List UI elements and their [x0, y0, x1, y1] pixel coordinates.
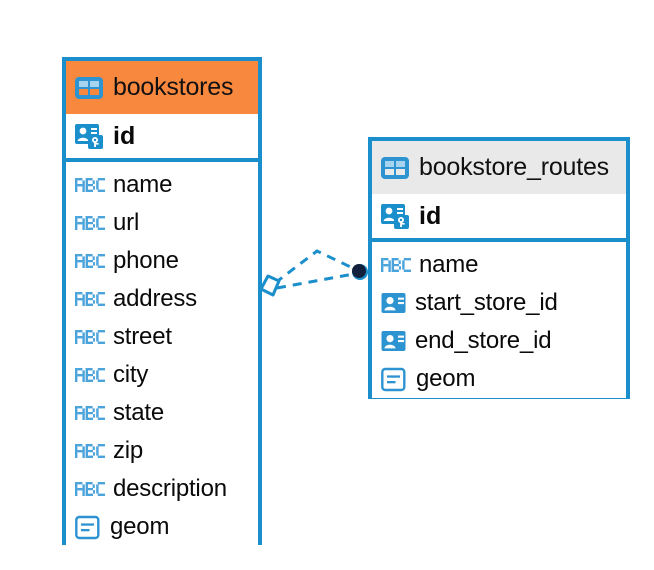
field-label: url — [113, 209, 140, 236]
entity-header-bookstore-routes[interactable]: bookstore_routes — [372, 141, 626, 194]
field-row[interactable]: url — [66, 204, 258, 242]
field-list-bookstore-routes: name start_store_id — [372, 242, 626, 398]
field-row[interactable]: phone — [66, 242, 258, 280]
field-row[interactable]: zip — [66, 432, 258, 470]
entity-bookstores[interactable]: bookstores id — [62, 57, 262, 546]
entity-header-bookstores[interactable]: bookstores — [66, 61, 258, 114]
field-label: phone — [113, 247, 179, 274]
field-row[interactable]: end_store_id — [372, 322, 626, 360]
field-row[interactable]: geom — [372, 360, 626, 398]
field-label: name — [113, 171, 173, 198]
field-label: start_store_id — [415, 289, 558, 316]
abc-text-icon — [75, 252, 105, 270]
field-label: state — [113, 399, 165, 426]
entity-bookstore-routes[interactable]: bookstore_routes id — [368, 137, 630, 399]
abc-text-icon — [75, 290, 105, 308]
field-row[interactable]: description — [66, 470, 258, 508]
primary-key-icon — [74, 122, 104, 150]
abc-text-icon — [75, 176, 105, 194]
filled-circle-marker — [352, 264, 368, 280]
table-icon — [74, 76, 104, 100]
field-label: geom — [110, 513, 170, 540]
field-row[interactable]: name — [66, 166, 258, 204]
abc-text-icon — [75, 480, 105, 498]
field-row[interactable]: address — [66, 280, 258, 318]
abc-text-icon — [75, 328, 105, 346]
primary-key-row[interactable]: id — [66, 114, 258, 162]
field-label: end_store_id — [415, 327, 552, 354]
field-row[interactable]: street — [66, 318, 258, 356]
field-label: name — [419, 251, 479, 278]
table-icon — [380, 156, 410, 180]
abc-text-icon — [381, 256, 411, 274]
abc-text-icon — [75, 366, 105, 384]
primary-key-icon — [380, 202, 410, 230]
abc-text-icon — [75, 214, 105, 232]
entity-title: bookstores — [113, 73, 234, 101]
field-label: city — [113, 361, 149, 388]
field-row[interactable]: geom — [66, 508, 258, 546]
primary-key-label: id — [419, 201, 442, 230]
abc-text-icon — [75, 442, 105, 460]
relationship-line-start-store — [274, 249, 360, 285]
field-row[interactable]: start_store_id — [372, 284, 626, 322]
field-label: geom — [416, 365, 476, 392]
entity-title: bookstore_routes — [419, 153, 609, 181]
geometry-icon — [381, 367, 408, 392]
field-row[interactable]: name — [372, 246, 626, 284]
field-label: zip — [113, 437, 144, 464]
foreign-key-icon — [381, 329, 407, 353]
relationship-line-end-store — [276, 271, 360, 290]
field-row[interactable]: city — [66, 356, 258, 394]
abc-text-icon — [75, 404, 105, 422]
field-row[interactable]: state — [66, 394, 258, 432]
relationship-connector[interactable] — [255, 243, 385, 313]
primary-key-label: id — [113, 121, 136, 150]
field-label: street — [113, 323, 172, 350]
field-label: description — [113, 475, 227, 502]
foreign-key-icon — [381, 291, 407, 315]
primary-key-row[interactable]: id — [372, 194, 626, 242]
field-label: address — [113, 285, 197, 312]
field-list-bookstores: name u — [66, 162, 258, 546]
diamond-marker — [259, 274, 281, 297]
geometry-icon — [75, 515, 102, 540]
